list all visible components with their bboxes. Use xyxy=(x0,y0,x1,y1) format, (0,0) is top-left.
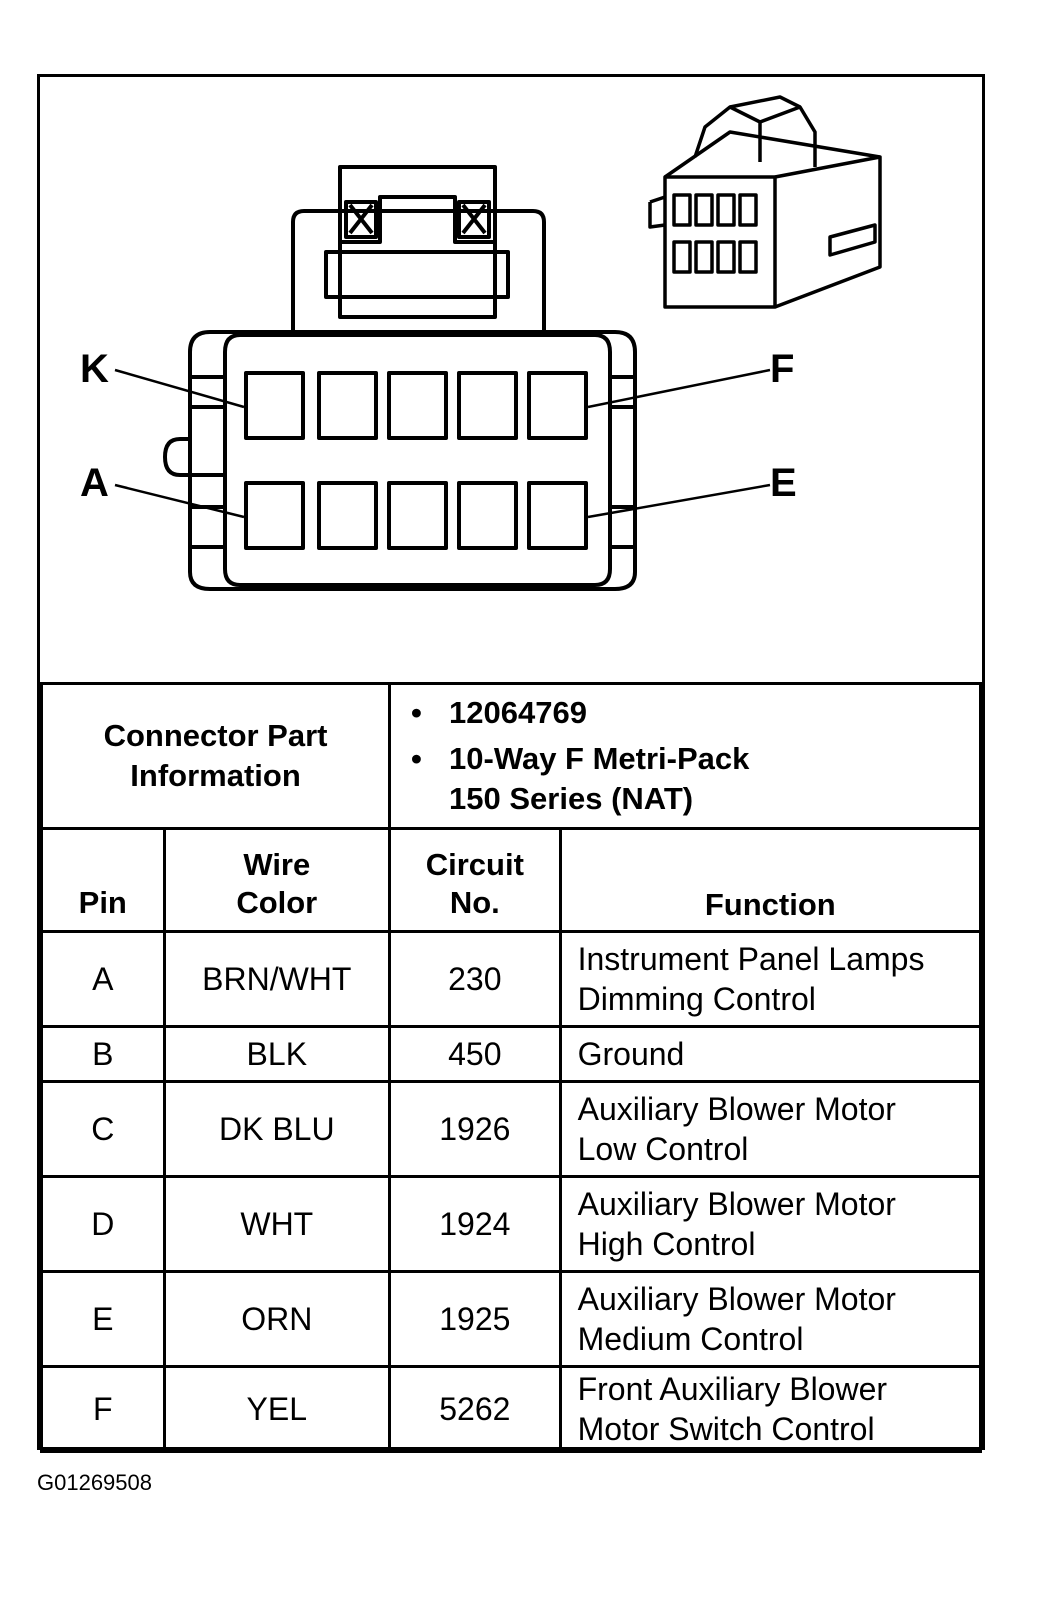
pin-cell: E xyxy=(40,1270,166,1368)
function-cell: Ground xyxy=(558,1025,983,1083)
connector-type: 10-Way F Metri-Pack 150 Series (NAT) xyxy=(411,739,979,819)
header-circuit-line2: No. xyxy=(449,885,500,920)
function-line2: Motor Switch Control xyxy=(577,1411,875,1447)
function-line1: Auxiliary Blower Motor xyxy=(577,1281,896,1317)
header-circuit-line1: Circuit xyxy=(425,847,524,882)
function-line1: Ground xyxy=(577,1036,685,1072)
circuit-cell: 1925 xyxy=(388,1270,562,1368)
connector-type-line2: 150 Series (NAT) xyxy=(449,781,694,816)
wire-color-cell: BRN/WHT xyxy=(162,930,392,1028)
pin-cell: F xyxy=(40,1365,166,1453)
wire-color-cell: WHT xyxy=(162,1175,392,1273)
function-line2: High Control xyxy=(577,1226,756,1262)
connector-3d-view-icon xyxy=(648,95,882,309)
part-info-label: Connector Part Information xyxy=(39,682,392,830)
circuit-cell: 1926 xyxy=(388,1080,562,1178)
circuit-cell: 1924 xyxy=(388,1175,562,1273)
function-line2: Low Control xyxy=(577,1131,749,1167)
circuit-cell: 450 xyxy=(388,1025,562,1083)
circuit-cell: 5262 xyxy=(388,1365,562,1453)
function-line2: Medium Control xyxy=(577,1321,804,1357)
pin-label-a: A xyxy=(80,461,109,505)
function-line1: Instrument Panel Lamps xyxy=(577,941,925,977)
pin-label-e: E xyxy=(770,461,797,505)
circuit-cell: 230 xyxy=(388,930,562,1028)
part-info-row: Connector Part Information 12064769 10-W… xyxy=(39,682,982,830)
pin-cell: B xyxy=(40,1025,166,1083)
wire-color-cell: ORN xyxy=(162,1270,392,1368)
part-info-label-line2: Information xyxy=(130,758,301,793)
document-id: G01269508 xyxy=(37,1470,152,1495)
pin-label-f: F xyxy=(770,347,795,391)
function-line2: Dimming Control xyxy=(577,981,816,1017)
connector-type-line1: 10-Way F Metri-Pack xyxy=(449,741,750,776)
header-function: Function xyxy=(558,827,983,933)
function-line1: Auxiliary Blower Motor xyxy=(577,1091,896,1127)
part-number: 12064769 xyxy=(411,693,979,733)
pin-cell: C xyxy=(40,1080,166,1178)
function-line1: Front Auxiliary Blower xyxy=(577,1371,888,1407)
part-info-list: 12064769 10-Way F Metri-Pack 150 Series (… xyxy=(388,682,982,830)
pin-label-k: K xyxy=(80,347,109,391)
header-wire-color-line1: Wire xyxy=(243,847,311,882)
wire-color-cell: YEL xyxy=(162,1365,392,1453)
pin-cell: A xyxy=(40,930,166,1028)
wire-color-cell: BLK xyxy=(162,1025,392,1083)
connector-pinout-table: Connector Part Information 12064769 10-W… xyxy=(39,682,983,1453)
pin-cell: D xyxy=(40,1175,166,1273)
header-pin: Pin xyxy=(40,827,166,933)
function-line1: Auxiliary Blower Motor xyxy=(577,1186,896,1222)
connector-face-view-icon xyxy=(114,95,882,591)
header-wire-color-line2: Color xyxy=(236,885,318,920)
part-info-label-line1: Connector Part xyxy=(103,718,328,753)
connector-frame: K A F E Connector Part Information 12064… xyxy=(37,74,985,1453)
table-row: B BLK 450 Ground xyxy=(40,1025,983,1083)
wire-color-cell: DK BLU xyxy=(162,1080,392,1178)
connector-diagram: K A F E xyxy=(40,77,982,682)
